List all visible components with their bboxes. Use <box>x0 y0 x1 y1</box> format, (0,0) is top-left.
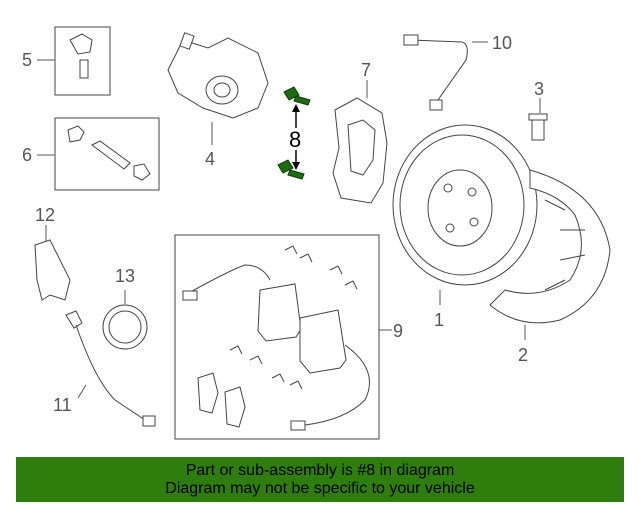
rotor-hole-2 <box>467 187 477 197</box>
part-13-ring: 13 <box>102 266 148 350</box>
part-6-boot <box>133 163 151 181</box>
part-4-caliper: 4 <box>167 32 269 169</box>
pad-wear-wire-2 <box>304 344 370 426</box>
rotor-hole-1 <box>443 183 453 193</box>
screw-body <box>531 117 545 141</box>
bolt-bottom-head <box>277 159 294 174</box>
callout-12: 12 <box>35 205 55 225</box>
callout-5: 5 <box>22 50 32 70</box>
callout-13: 13 <box>115 266 135 286</box>
notice-banner: Part or sub-assembly is #8 in diagram Di… <box>16 457 624 502</box>
part-11-sensor: 11 <box>53 310 156 427</box>
part-5-plug <box>79 59 89 79</box>
callout-2: 2 <box>518 345 528 365</box>
sensor-connector <box>142 415 156 427</box>
callout-8-arrowhead-up <box>292 104 300 112</box>
sensor-head <box>65 310 83 329</box>
rotor-face <box>399 134 525 276</box>
callout-11-leader <box>77 384 87 399</box>
callout-6: 6 <box>22 145 32 165</box>
pad-clips-bottom <box>229 345 303 390</box>
bracket-body <box>332 97 388 204</box>
pad-wear-wire-1 <box>184 264 271 296</box>
wear-connector-1 <box>182 290 198 301</box>
part-9-box <box>174 234 380 440</box>
callout-10: 10 <box>492 33 512 53</box>
part-6-bolt-head <box>67 125 85 143</box>
part-9-pad-kit: 9 <box>174 234 403 440</box>
hose-line <box>409 39 468 111</box>
bolt-bottom-shank <box>287 169 305 180</box>
callout-8: 8 <box>289 127 301 152</box>
rotor-hole-4 <box>445 223 455 233</box>
part-6-box <box>54 117 160 191</box>
brake-pad-1 <box>257 283 302 342</box>
ring-inner <box>108 310 142 344</box>
callout-11: 11 <box>53 395 72 415</box>
screw-head <box>528 113 548 121</box>
caliper-piston-inner <box>213 82 231 98</box>
shield-body <box>489 169 611 324</box>
part-5-sensor <box>69 33 93 55</box>
bracket-plate <box>34 239 71 301</box>
rotor-hole-3 <box>469 217 479 227</box>
wear-connector-2 <box>290 420 306 431</box>
bolt-top-shank <box>293 95 311 106</box>
sensor-wire <box>75 324 146 421</box>
pad-clips-top <box>284 245 358 290</box>
part-10-hose: 10 <box>403 33 512 111</box>
shield-ribs <box>544 199 586 291</box>
brake-parts-diagram: 5 6 4 8 7 <box>22 26 611 440</box>
callout-9: 9 <box>393 321 403 341</box>
rotor-hat <box>427 169 493 247</box>
callout-4: 4 <box>205 149 215 169</box>
pad-shim-2 <box>224 386 246 428</box>
pad-shim-1 <box>197 372 219 414</box>
part-3-screw: 3 <box>528 79 548 141</box>
part-6-group: 6 <box>22 117 160 191</box>
callout-3: 3 <box>534 79 544 99</box>
ring-outer <box>102 304 148 350</box>
part-5-box <box>54 26 111 96</box>
part-8-bolts: 8 <box>277 86 311 180</box>
caliper-piston <box>205 75 239 105</box>
callout-7: 7 <box>361 60 371 80</box>
part-12-bracket: 12 <box>34 205 71 301</box>
callout-1: 1 <box>434 310 444 330</box>
notice-line-2: Diagram may not be specific to your vehi… <box>165 480 475 497</box>
bracket-inner <box>347 119 376 176</box>
caliper-bleeder <box>179 32 195 50</box>
part-6-pin <box>91 140 131 170</box>
hose-fitting-bottom <box>429 99 443 111</box>
part-1-rotor: 1 <box>392 124 538 330</box>
callout-8-arrowhead-down <box>292 162 300 170</box>
rotor-outer <box>392 124 538 286</box>
part-2-shield: 2 <box>489 169 611 365</box>
notice-line-1: Part or sub-assembly is #8 in diagram <box>185 462 455 479</box>
hose-fitting-top <box>403 34 419 46</box>
brake-pad-2 <box>299 309 347 374</box>
part-5-group: 5 <box>22 26 111 96</box>
part-7-bracket: 7 <box>332 60 388 204</box>
